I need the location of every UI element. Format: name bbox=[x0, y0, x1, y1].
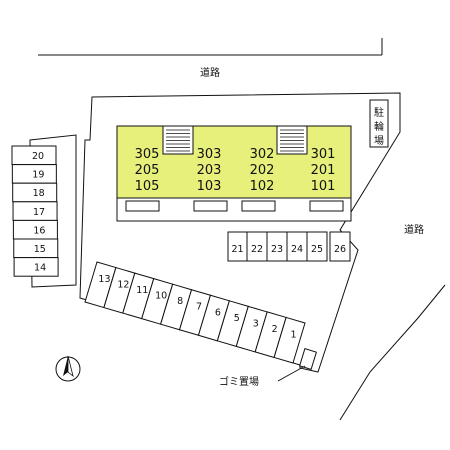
parking-slot-number: 3 bbox=[253, 318, 259, 329]
parking-left-block: 20 19 18 17 16 15 14 bbox=[11, 134, 77, 288]
parking-slot-number: 21 bbox=[231, 244, 243, 255]
unit-number: 305 bbox=[135, 147, 160, 162]
garbage-area bbox=[299, 348, 317, 370]
parking-slot-number: 5 bbox=[234, 313, 240, 324]
parking-slot-number: 23 bbox=[271, 244, 283, 255]
right-road-boundary bbox=[339, 284, 446, 421]
bicycle-parking-char-3: 場 bbox=[374, 134, 384, 147]
parking-slot bbox=[329, 231, 351, 262]
parking-bottom-block: 13 12 11 10 8 7 6 5 3 2 1 bbox=[84, 261, 306, 364]
unit-number: 301 bbox=[311, 147, 336, 162]
parking-slot-number: 11 bbox=[136, 285, 148, 296]
parking-slot-number: 2 bbox=[272, 324, 278, 335]
parking-slot-number: 10 bbox=[155, 291, 167, 302]
garbage-label: ゴミ置場 bbox=[219, 375, 259, 388]
parking-slot-number: 17 bbox=[33, 207, 45, 218]
unit-number: 101 bbox=[311, 179, 336, 194]
unit-number: 303 bbox=[197, 147, 222, 162]
balcony-1 bbox=[125, 200, 160, 212]
balcony-4 bbox=[309, 200, 344, 212]
unit-number: 203 bbox=[197, 163, 222, 178]
parking-slot-number: 15 bbox=[34, 244, 46, 255]
unit-number: 102 bbox=[250, 179, 275, 194]
parking-slot-number: 13 bbox=[98, 274, 110, 285]
unit-number: 103 bbox=[197, 179, 222, 194]
top-road-label: 道路 bbox=[200, 66, 220, 79]
parking-slot-number: 14 bbox=[34, 263, 46, 274]
parking-slot-number: 6 bbox=[215, 307, 221, 318]
bicycle-parking bbox=[369, 99, 389, 148]
parking-slot bbox=[13, 257, 59, 277]
unit-number: 105 bbox=[135, 179, 160, 194]
unit-number: 201 bbox=[311, 163, 336, 178]
parking-mid-block: 21 22 23 24 25 26 bbox=[227, 231, 351, 262]
parking-slot-number: 25 bbox=[311, 244, 323, 255]
parking-slot-number: 12 bbox=[117, 280, 129, 291]
garbage-leader-line bbox=[277, 365, 306, 382]
bicycle-parking-char-2: 輪 bbox=[374, 120, 384, 133]
stair-left bbox=[162, 125, 194, 155]
parking-slot bbox=[273, 316, 306, 364]
balcony-2 bbox=[193, 200, 228, 212]
site-boundary bbox=[79, 92, 401, 373]
parking-slot-number: 22 bbox=[251, 244, 263, 255]
parking-slot-number: 18 bbox=[33, 188, 45, 199]
parking-slot-number: 7 bbox=[196, 302, 202, 313]
stair-right bbox=[276, 125, 308, 155]
balcony-3 bbox=[241, 200, 276, 212]
parking-slot-number: 19 bbox=[32, 170, 44, 181]
parking-slot-number: 24 bbox=[291, 244, 303, 255]
parking-slot-number: 16 bbox=[33, 225, 45, 236]
stair-lines bbox=[166, 129, 304, 152]
parking-slot-number: 1 bbox=[291, 329, 297, 340]
north-arrow-icon bbox=[55, 355, 81, 382]
parking-slot-number: 8 bbox=[177, 296, 183, 307]
parking-slot bbox=[306, 231, 328, 262]
building-base bbox=[116, 197, 352, 222]
right-road-label: 道路 bbox=[404, 223, 424, 236]
unit-number: 202 bbox=[250, 163, 275, 178]
building-footprint bbox=[116, 125, 352, 199]
unit-number: 302 bbox=[250, 147, 275, 162]
parking-slot-number: 20 bbox=[32, 151, 44, 162]
parking-slot-number: 26 bbox=[334, 244, 346, 255]
unit-number: 205 bbox=[135, 163, 160, 178]
bicycle-parking-char-1: 駐 bbox=[374, 106, 384, 119]
